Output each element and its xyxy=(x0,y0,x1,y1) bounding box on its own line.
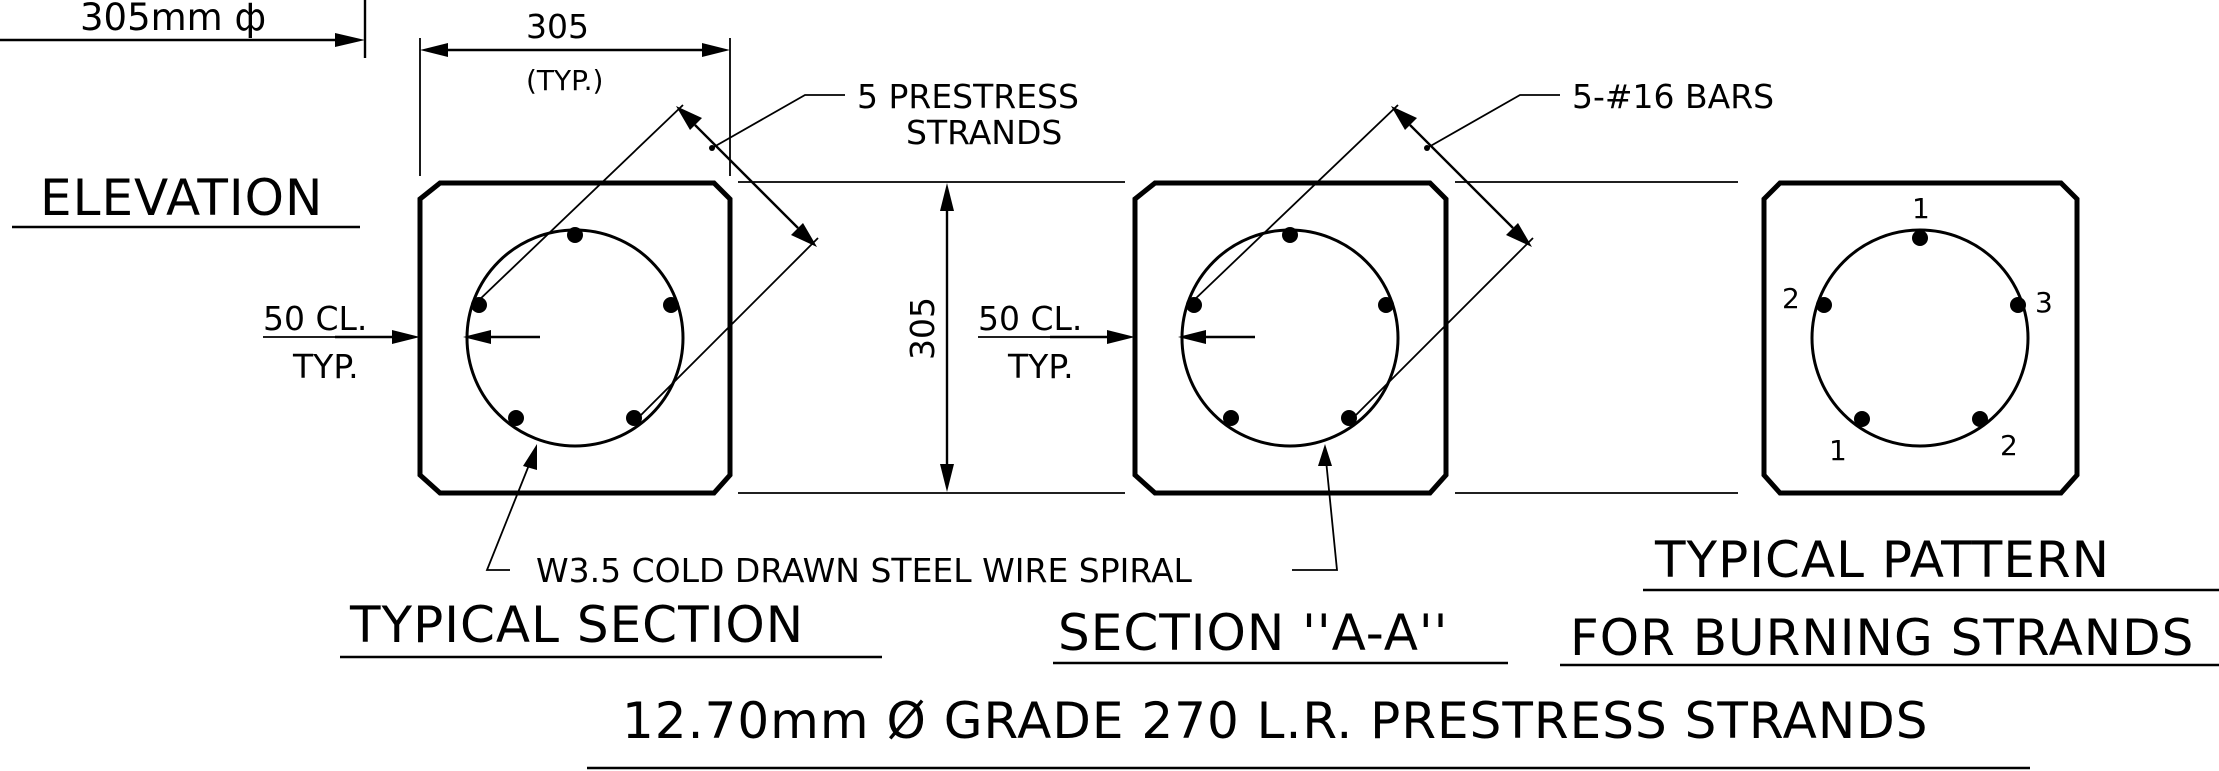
bar-dot xyxy=(1378,297,1394,313)
clearance-note-2: 50 CL. TYP. xyxy=(978,299,1105,386)
prestress-strands-label-2: STRANDS xyxy=(906,113,1062,152)
strand-dot xyxy=(2010,297,2026,313)
pattern-title-2: FOR BURNING STRANDS xyxy=(1570,609,2194,667)
extension-lines xyxy=(738,181,1738,494)
pattern-heading: TYPICAL PATTERN FOR BURNING STRANDS xyxy=(1560,531,2219,667)
bar-dot xyxy=(1282,227,1298,243)
section-aa-heading: SECTION ''A-A'' xyxy=(1053,604,1508,665)
strand-dot xyxy=(1912,230,1928,246)
spiral-label: W3.5 COLD DRAWN STEEL WIRE SPIRAL xyxy=(536,551,1193,590)
width-value: 305 xyxy=(526,7,589,46)
bar-dot xyxy=(1341,410,1357,426)
strand-dot xyxy=(663,297,679,313)
prestress-strands-label-1: 5 PRESTRESS xyxy=(857,77,1079,116)
clearance-line2: TYP. xyxy=(1007,347,1074,386)
footer-title: 12.70mm Ø GRADE 270 L.R. PRESTRESS STRAN… xyxy=(622,692,1928,750)
strand-dot xyxy=(1972,411,1988,427)
pattern-title-1: TYPICAL PATTERN xyxy=(1654,531,2110,589)
elevation-heading: ELEVATION xyxy=(12,169,360,229)
bar-dot xyxy=(1186,297,1202,313)
clearance-line1: 50 CL. xyxy=(263,299,367,338)
burning-pattern-drawing: 1 3 2 1 2 xyxy=(1761,180,2080,496)
spiral-callout: W3.5 COLD DRAWN STEEL WIRE SPIRAL xyxy=(485,444,1338,590)
burn-order-bottom-left: 1 xyxy=(1829,434,1847,467)
strand-dot xyxy=(626,410,642,426)
clearance-line1: 50 CL. xyxy=(978,299,1082,338)
clearance-line2: TYP. xyxy=(292,347,359,386)
strand-dot xyxy=(508,410,524,426)
top-diameter-dimension: 305mm ф xyxy=(0,0,367,58)
bar-dot xyxy=(1223,410,1239,426)
footer-heading: 12.70mm Ø GRADE 270 L.R. PRESTRESS STRAN… xyxy=(587,692,2030,770)
burn-order-right: 3 xyxy=(2035,286,2053,319)
prestress-strands-callout: 5 PRESTRESS STRANDS xyxy=(709,77,1079,152)
strand-dot xyxy=(471,297,487,313)
width-dimension: 305 (TYP.) xyxy=(419,7,731,176)
strand-dot xyxy=(1854,411,1870,427)
width-note: (TYP.) xyxy=(526,64,603,97)
section-aa-drawing xyxy=(1050,104,1534,496)
burn-order-top: 1 xyxy=(1912,192,1930,225)
typical-section-title: TYPICAL SECTION xyxy=(349,596,804,654)
diameter-label: 305mm ф xyxy=(80,0,266,39)
burn-order-left: 2 xyxy=(1782,282,1800,315)
height-value: 305 xyxy=(903,297,942,360)
bars-callout: 5-#16 BARS xyxy=(1424,77,1774,151)
elevation-label: ELEVATION xyxy=(40,169,323,227)
height-dimension: 305 xyxy=(903,183,954,492)
typical-section-drawing xyxy=(335,104,819,496)
clearance-note-1: 50 CL. TYP. xyxy=(263,299,390,386)
typical-section-heading: TYPICAL SECTION xyxy=(340,596,882,659)
section-aa-title: SECTION ''A-A'' xyxy=(1058,604,1448,662)
strand-dot xyxy=(567,227,583,243)
burn-order-bottom-right: 2 xyxy=(2000,429,2018,462)
strand-dot xyxy=(1816,297,1832,313)
bars-label: 5-#16 BARS xyxy=(1572,77,1774,116)
